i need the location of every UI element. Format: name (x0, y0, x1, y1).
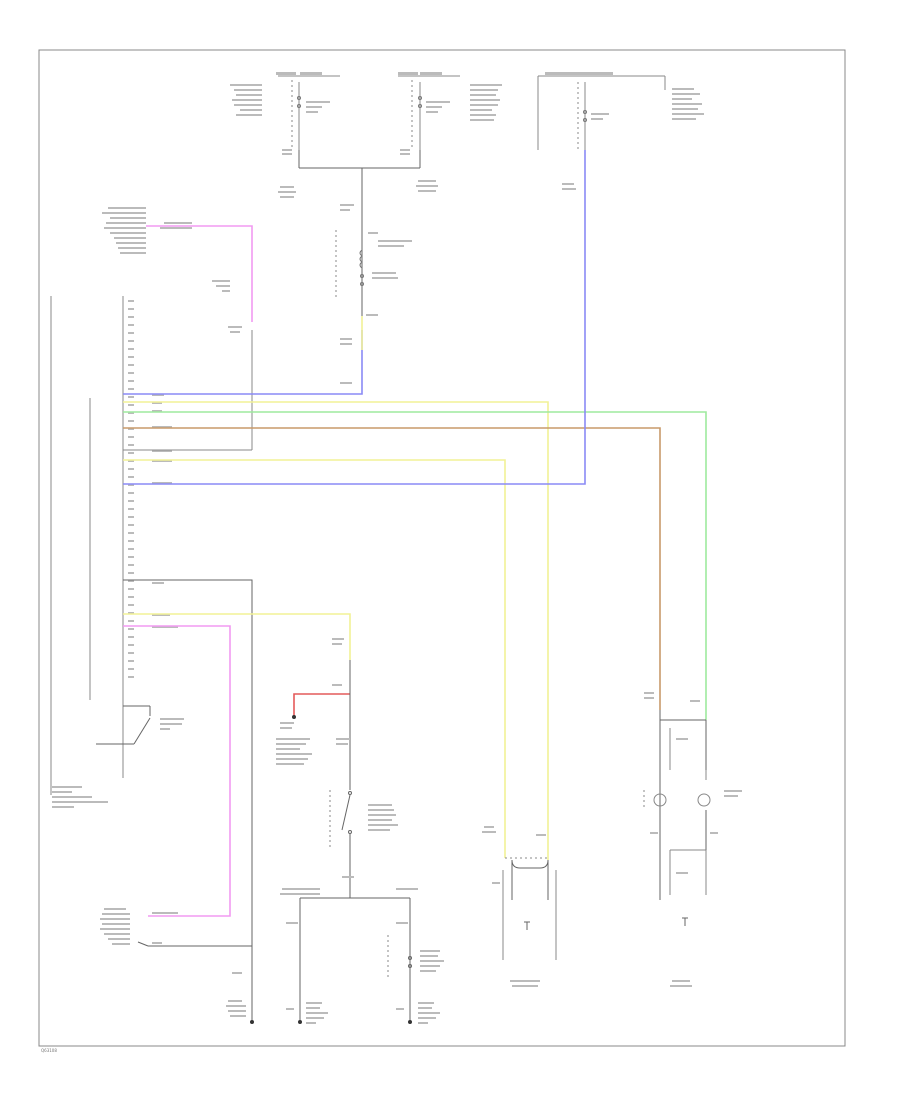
wire-pink-upper (146, 225, 253, 322)
pcm-wire-color-labels (152, 394, 178, 628)
brake-switch (276, 638, 444, 1024)
fuse-icon (408, 956, 412, 968)
wire-pink-lower (123, 625, 231, 917)
wire-yellow-1 (123, 401, 549, 860)
fuse-box-middle (398, 72, 502, 155)
splice-top (278, 150, 438, 330)
wire-green (123, 411, 707, 720)
diagram-code: Q63108 (41, 1048, 57, 1053)
fuse-icon (583, 110, 587, 122)
switch-icon (341, 791, 352, 834)
power-distribution-right (537, 72, 704, 190)
wire-blue-relay (123, 330, 363, 395)
solenoid-icon (524, 921, 530, 930)
data-link-connector-label (102, 207, 242, 333)
solenoid-icon (359, 249, 364, 286)
fuse-icon (297, 96, 301, 108)
wire-yellow-3 (123, 613, 351, 660)
fuse-box-left (230, 72, 340, 155)
pcm-pin-ticks (128, 300, 134, 678)
indicator-lamp-assembly (643, 692, 742, 987)
wire-black-ground (123, 579, 253, 1020)
wire-yellow-2 (123, 459, 506, 858)
relay-overdrive (335, 204, 412, 384)
switch-icon (96, 705, 151, 745)
wire-orange (123, 427, 661, 710)
ground-icon (298, 1020, 412, 1024)
wire-blue-long (123, 150, 586, 485)
data-link-connector-lower (100, 908, 254, 1024)
fuse-icon (418, 96, 422, 108)
wire-red (293, 693, 350, 716)
overdrive-solenoid (482, 826, 557, 987)
diagram-frame (38, 49, 846, 1047)
pcm-module (50, 296, 184, 808)
ground-icon (250, 1020, 254, 1024)
solenoid-icon (682, 917, 688, 926)
bulb-icon (653, 793, 711, 807)
connector-dot-red (292, 715, 296, 719)
